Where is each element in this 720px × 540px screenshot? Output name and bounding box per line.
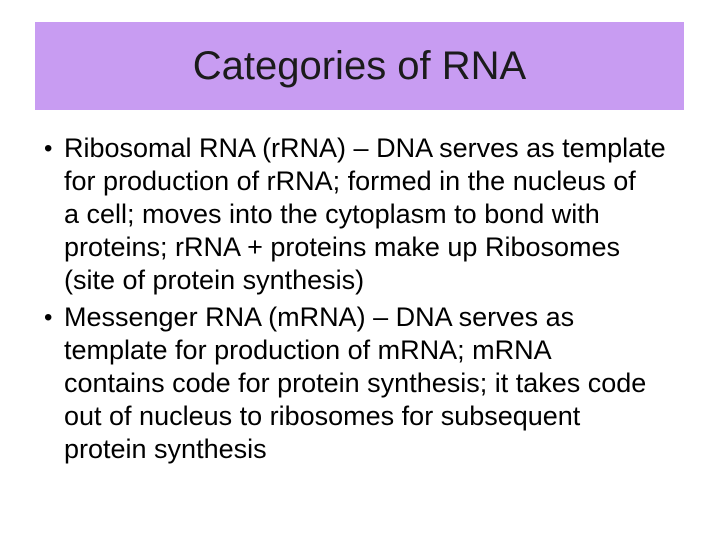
slide-title: Categories of RNA bbox=[192, 43, 527, 88]
bullet-text: Messenger RNA (mRNA) – DNA serves as tem… bbox=[64, 302, 647, 464]
title-band: Categories of RNA bbox=[35, 22, 684, 110]
bullet-marker: • bbox=[44, 135, 53, 162]
bullet-text: Ribosomal RNA (rRNA) – DNA serves as tem… bbox=[64, 133, 666, 295]
slide-body: • Ribosomal RNA (rRNA) – DNA serves as t… bbox=[44, 132, 716, 470]
bullet-item-rrna: • Ribosomal RNA (rRNA) – DNA serves as t… bbox=[44, 132, 716, 297]
bullet-marker: • bbox=[44, 304, 53, 331]
bullet-item-mrna: • Messenger RNA (mRNA) – DNA serves as t… bbox=[44, 301, 716, 466]
